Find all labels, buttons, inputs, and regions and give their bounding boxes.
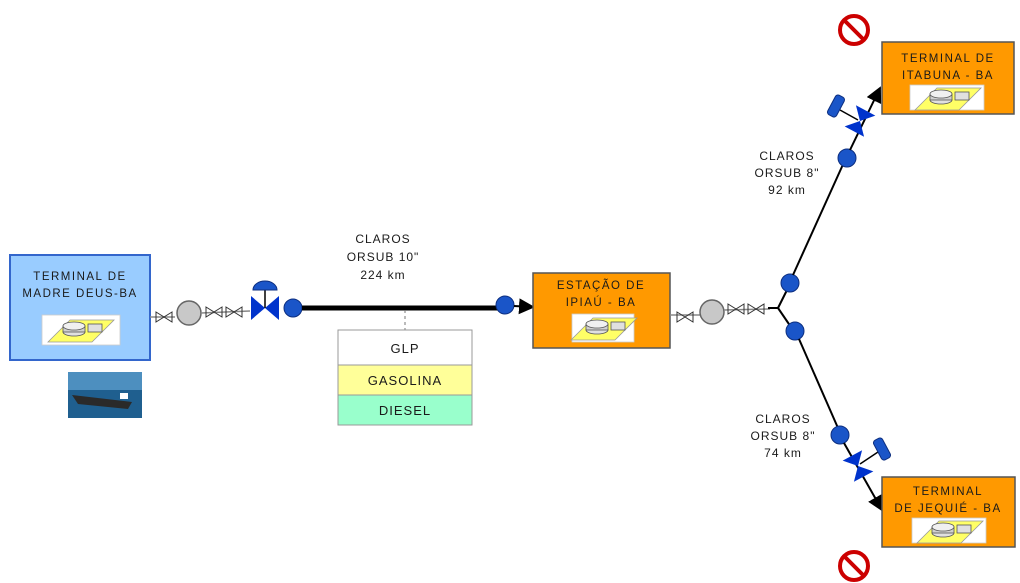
no-entry-icon bbox=[838, 550, 870, 582]
terminal-itabuna: TERMINAL DE ITABUNA - BA bbox=[881, 41, 1015, 115]
terminal-jequie: TERMINAL DE JEQUIÉ - BA bbox=[881, 476, 1016, 548]
station-ipiau-line1: ESTAÇÃO DE bbox=[557, 279, 645, 292]
terminal-madre-deus: TERMINAL DE MADRE DEUS-BA bbox=[9, 254, 151, 361]
main-pipeline-label-line3: 224 km bbox=[360, 268, 405, 282]
terminal-itabuna-line1: TERMINAL DE bbox=[901, 53, 994, 65]
pump-icon bbox=[699, 299, 725, 325]
branch-jequie: CLAROS ORSUB 8" 74 km bbox=[751, 307, 892, 512]
terminal-itabuna-line2: ITABUNA - BA bbox=[902, 70, 994, 82]
main-pipeline bbox=[150, 280, 535, 330]
jequie-pipeline-label-line2: ORSUB 8" bbox=[751, 429, 816, 443]
tanker-ship-icon bbox=[68, 372, 142, 418]
terminal-madre-deus-line1: TERMINAL DE bbox=[33, 271, 126, 283]
no-entry-icon bbox=[838, 14, 870, 46]
branch-itabuna: CLAROS ORSUB 8" 92 km bbox=[755, 86, 882, 309]
terminal-madre-deus-line2: MADRE DEUS-BA bbox=[22, 288, 137, 300]
itabuna-pipeline-label-line3: 92 km bbox=[768, 183, 806, 197]
terminal-jequie-line2: DE JEQUIÉ - BA bbox=[894, 502, 1001, 515]
product-gasolina: GASOLINA bbox=[368, 373, 442, 388]
pump-icon bbox=[176, 300, 202, 326]
itabuna-pipeline-label-line2: ORSUB 8" bbox=[755, 166, 820, 180]
station-ipiau: ESTAÇÃO DE IPIAÚ - BA bbox=[532, 272, 671, 349]
jequie-pipeline-label-line3: 74 km bbox=[764, 446, 802, 460]
main-pipeline-label-line1: CLAROS bbox=[355, 232, 410, 246]
station-ipiau-line2: IPIAÚ - BA bbox=[566, 296, 637, 309]
itabuna-pipeline-label-line1: CLAROS bbox=[759, 149, 814, 163]
main-pipeline-label-line2: ORSUB 10" bbox=[347, 250, 420, 264]
product-list: GLP GASOLINA DIESEL bbox=[337, 329, 473, 426]
terminal-jequie-line1: TERMINAL bbox=[913, 486, 983, 498]
ipiau-outlet bbox=[670, 299, 778, 325]
jequie-pipeline-label-line1: CLAROS bbox=[755, 412, 810, 426]
product-glp: GLP bbox=[390, 341, 419, 356]
product-diesel: DIESEL bbox=[379, 403, 431, 418]
control-valve-icon bbox=[250, 280, 280, 321]
main-pipeline-label: CLAROS ORSUB 10" 224 km bbox=[347, 232, 420, 282]
